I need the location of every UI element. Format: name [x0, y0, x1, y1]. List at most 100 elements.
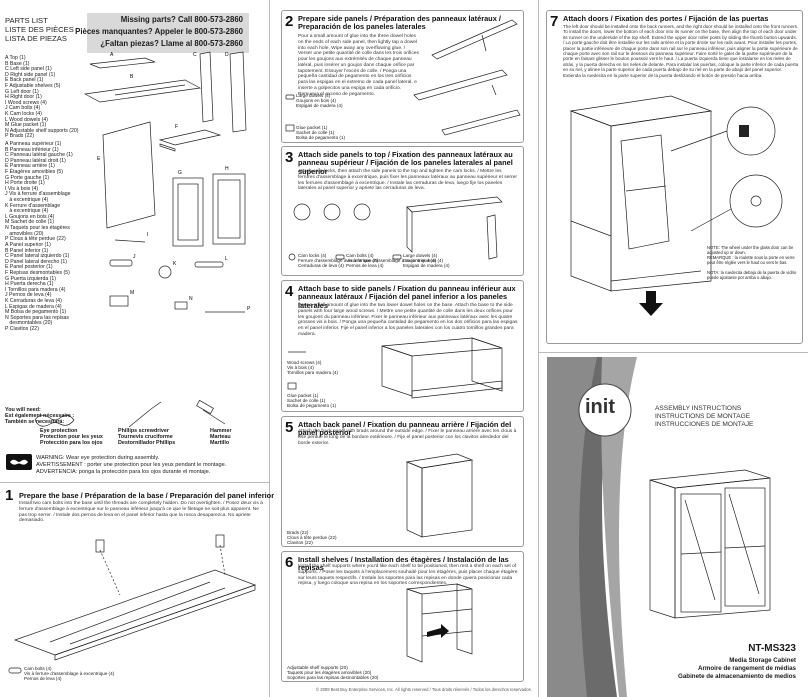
panel-divider: [269, 0, 270, 697]
parts-list-item: J Pernos de leva (4): [5, 292, 52, 299]
step-3: 3 Attach side panels to top / Fixation d…: [281, 146, 524, 276]
parts-list-item: N Adjustable shelf supports (20): [5, 127, 79, 134]
step-6: 6 Install shelves / Installation des éta…: [281, 551, 524, 682]
goggles-icon: [34, 415, 75, 427]
model-number: NT-MS323: [748, 643, 796, 654]
cover-instructions-es: INSTRUCCIONES DE MONTAJE: [655, 421, 754, 428]
step-2-diagram: [413, 19, 521, 136]
parts-list-item: H Puerta derecha (1): [5, 281, 54, 288]
parts-list-item: G Puerta izquierda (1): [5, 275, 57, 282]
parts-list-item: I Wood screws (4): [5, 99, 47, 106]
legend-line: Tornillos para madera (4): [287, 370, 339, 375]
legend-line: Vis à ferrure d'assemblage à excentrique…: [346, 258, 437, 263]
step-4: 4 Attach base to side panels / Fixation …: [281, 280, 524, 412]
step-5-diagram: [405, 453, 474, 538]
svg-text:G: G: [178, 170, 182, 176]
dowel-icon: [285, 94, 295, 100]
parts-heading-en: PARTS LIST: [5, 16, 48, 25]
missing-parts-es: ¿Faltan piezas? Llame al 800-573-2860: [100, 39, 243, 48]
product-name-fr: Armoire de rangement de médias: [698, 665, 796, 672]
svg-text:C: C: [193, 52, 197, 58]
parts-list-item: G Left door (1): [5, 88, 39, 95]
legend-line: Large dowels (4): [296, 93, 331, 98]
step-number: 3: [285, 149, 294, 166]
legend-line: Bolsa de pegamento (1): [296, 135, 346, 140]
step-number: 4: [285, 283, 294, 300]
tool-screwdriver-es: Destornillador Phillips: [118, 440, 176, 446]
step-3-diagram: [293, 196, 503, 260]
missing-parts-fr: Pièces manquantes? Appeler le 800-573-28…: [75, 27, 243, 36]
legend-line: Glue packet (1): [287, 393, 319, 398]
parts-list-item: M Bolsa de pegamento (1): [5, 309, 67, 316]
legend-line: Vis à bois (4): [287, 365, 314, 370]
dowel-icon: [392, 254, 402, 260]
parts-list-item: P Clous à tête perdue (22): [5, 236, 66, 243]
parts-list-item: A Panneau supérieur (1): [5, 141, 62, 147]
step-number: 2: [285, 13, 294, 30]
tools-heading-es: También se necesitará:: [5, 419, 65, 425]
legend-line: Adjustable shelf supports (20): [287, 665, 348, 670]
legend-line: Pernos de leva (4): [24, 676, 62, 681]
parts-list-item: C Left side panel (1): [5, 66, 52, 73]
step-body: Install the shelf supports where you'd l…: [298, 564, 518, 587]
parts-list-item: à excentrique (4): [5, 208, 49, 215]
step-4-diagram: [381, 337, 503, 399]
parts-list-item: M Glue packet (1): [5, 122, 47, 129]
step-title: Attach side panels to top / Fixation des…: [298, 150, 513, 176]
panel-divider: [538, 0, 539, 697]
svg-text:E: E: [97, 156, 101, 162]
tool-eye-fr: Protection pour les yeux: [40, 434, 103, 440]
parts-list-item: F Étagères amovibles (5): [5, 168, 63, 175]
tool-hammer-en: Hammer: [210, 428, 232, 434]
cam-bolt-icon: [335, 254, 345, 260]
cabinet-illustration: [649, 469, 771, 619]
missing-parts-box: Missing parts? Call 800-573-2860 Pièces …: [75, 13, 249, 53]
tool-eye-en: Eye protection: [40, 428, 78, 434]
parts-list-item: F Adjustable shelves (5): [5, 82, 61, 89]
step-1-diagram: [13, 534, 257, 661]
step-title: Prepare side panels / Préparation des pa…: [298, 14, 501, 32]
cover-band: [547, 357, 637, 697]
glue-packet-icon: [287, 382, 297, 390]
legend-line: Soportes para las repisas desmontables (…: [287, 675, 379, 680]
step-body: The left door should be installed onto t…: [563, 24, 799, 78]
parts-list-item: E Back panel (1): [5, 77, 44, 84]
parts-list-item: B Base (1): [5, 60, 30, 67]
step-6-diagram: [406, 583, 473, 663]
svg-text:L: L: [225, 256, 228, 262]
svg-text:F: F: [175, 124, 178, 130]
parts-list-item: H Right door (1): [5, 94, 42, 101]
note-fr: REMARQUE : la roulette sous la porte en …: [707, 255, 795, 265]
hammer-icon: [196, 399, 226, 425]
tool-screwdriver-fr: Tournevis cruciforme: [118, 434, 173, 440]
parts-list-item: L Espigas de madera (4): [5, 303, 62, 310]
legend-line: Cerraduras de leva (4): [298, 263, 344, 268]
legend-line: Goujons en bois (4): [296, 98, 337, 103]
warning-fr: AVERTISSEMENT : porter une protection po…: [36, 462, 227, 468]
screwdriver-icon: [128, 401, 162, 428]
step-5: 5 Attach back panel / Fixation du pannea…: [281, 416, 524, 547]
step-title: Attach back panel / Fixation du panneau …: [298, 420, 512, 438]
parts-list-item: A Top (1): [5, 55, 26, 61]
product-name-es: Gabinete de almacenamiento de medios: [678, 673, 796, 680]
legend-line: Cam bolts (4): [346, 253, 374, 258]
parts-list-item: à excentrique (4): [5, 196, 49, 203]
legend-line: Glue packet (1): [296, 125, 328, 130]
parts-list-item: K Cam locks (4): [5, 110, 42, 117]
warning-es: ADVERTENCIA: ponga la protección para lo…: [36, 469, 211, 475]
legend-line: Sachet de colle (1): [296, 130, 335, 135]
parts-list-item: P Clavitos (22): [5, 325, 39, 332]
parts-list-item: E Panel posterior (1): [5, 264, 53, 271]
parts-list-en: A Top (1)B Base (1)C Left side panel (1)…: [5, 55, 79, 140]
parts-list-item: M Sachet de colle (1): [5, 219, 55, 226]
step-number: 5: [285, 419, 294, 436]
parts-list-item: F Repisas desmontables (5): [5, 269, 70, 276]
step-number: 7: [550, 13, 559, 30]
parts-list-item: L Goujons en bois (4): [5, 213, 55, 220]
step-7-diagram: [569, 95, 783, 316]
legend-line: Large dowels (4): [403, 253, 438, 258]
note-es: NOTA: la ruedecita debajo de la puerta d…: [707, 270, 797, 280]
step-body: Attach the back panel with brads around …: [298, 429, 517, 446]
parts-list-item: desmontables (20): [5, 320, 53, 327]
parts-list-item: K Cerraduras de leva (4): [5, 297, 62, 304]
